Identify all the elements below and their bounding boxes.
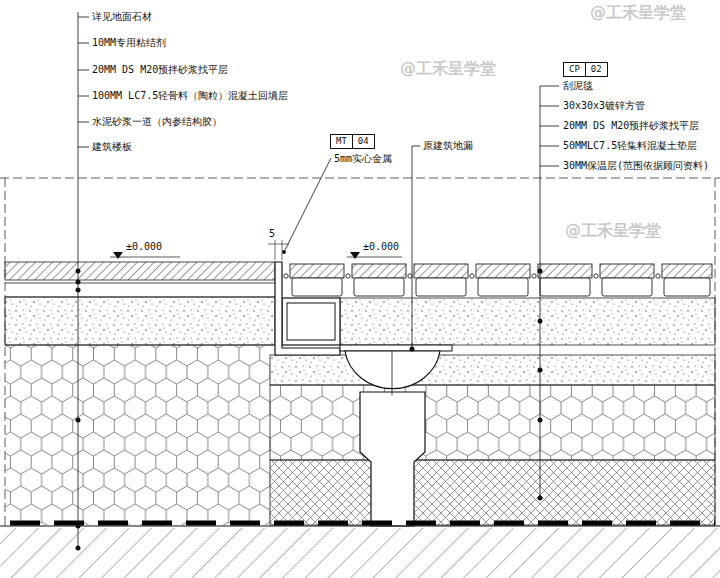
mat-link xyxy=(594,274,598,278)
mat-link xyxy=(346,274,350,278)
layer-callout: 50MMLC7.5轻集料混凝土垫层 xyxy=(563,140,697,152)
layer-callout: 建筑楼板 xyxy=(92,141,132,153)
tag-text: MT xyxy=(331,135,352,148)
layer-callout: 详见地面石材 xyxy=(92,11,152,23)
part-callout: 5mm实心金属 xyxy=(334,153,392,165)
mat-tile xyxy=(662,264,712,278)
layer-callout: 水泥砂浆一道（内参结构胶） xyxy=(92,116,222,128)
dimension: 5 xyxy=(268,228,276,240)
mat-base xyxy=(478,278,528,296)
tag-text: 04 xyxy=(352,135,374,148)
material-tag: CP02 xyxy=(563,62,608,77)
mat-base xyxy=(292,278,342,296)
mat-base xyxy=(416,278,466,296)
mat-link xyxy=(284,274,288,278)
elevation-mark: ±0.000 xyxy=(126,241,162,253)
material-tag: MT04 xyxy=(330,134,375,149)
mat-base xyxy=(664,278,710,296)
layer-callout: 100MM LC7.5轻骨料（陶粒）混凝土回填层 xyxy=(92,90,288,102)
mat-link xyxy=(656,274,660,278)
mat-tile xyxy=(414,264,468,278)
watermark: @工禾呈学堂 xyxy=(590,4,686,22)
tag-text: CP xyxy=(564,63,585,76)
tag-text: 02 xyxy=(585,63,607,76)
mat-link xyxy=(470,274,474,278)
layer-callout: 30MM保温层(范围依据顾问资料) xyxy=(563,160,709,172)
mat-tile xyxy=(476,264,530,278)
mat-base xyxy=(540,278,590,296)
watermark: @工禾呈学堂 xyxy=(565,222,661,240)
mat-base xyxy=(602,278,652,296)
layer-callout: 20MM DS M20预拌砂浆找平层 xyxy=(92,64,228,76)
mat-link xyxy=(532,274,536,278)
mat-base xyxy=(354,278,404,296)
part-callout: 原建筑地漏 xyxy=(423,140,473,152)
mat-link xyxy=(408,274,412,278)
elevation-mark: ±0.000 xyxy=(363,241,399,253)
mat-tile xyxy=(538,264,592,278)
mat-tile xyxy=(352,264,406,278)
layer-callout: 20MM DS M20预拌砂浆找平层 xyxy=(563,120,699,132)
watermark: @工禾呈学堂 xyxy=(400,60,496,78)
layer-callout: 10MM专用粘结剂 xyxy=(92,37,166,49)
mat-tile xyxy=(290,264,344,278)
layer-callout: 30x30x3镀锌方管 xyxy=(563,100,645,112)
layer-callout: 刮泥毯 xyxy=(563,80,593,92)
mat-tile xyxy=(600,264,654,278)
